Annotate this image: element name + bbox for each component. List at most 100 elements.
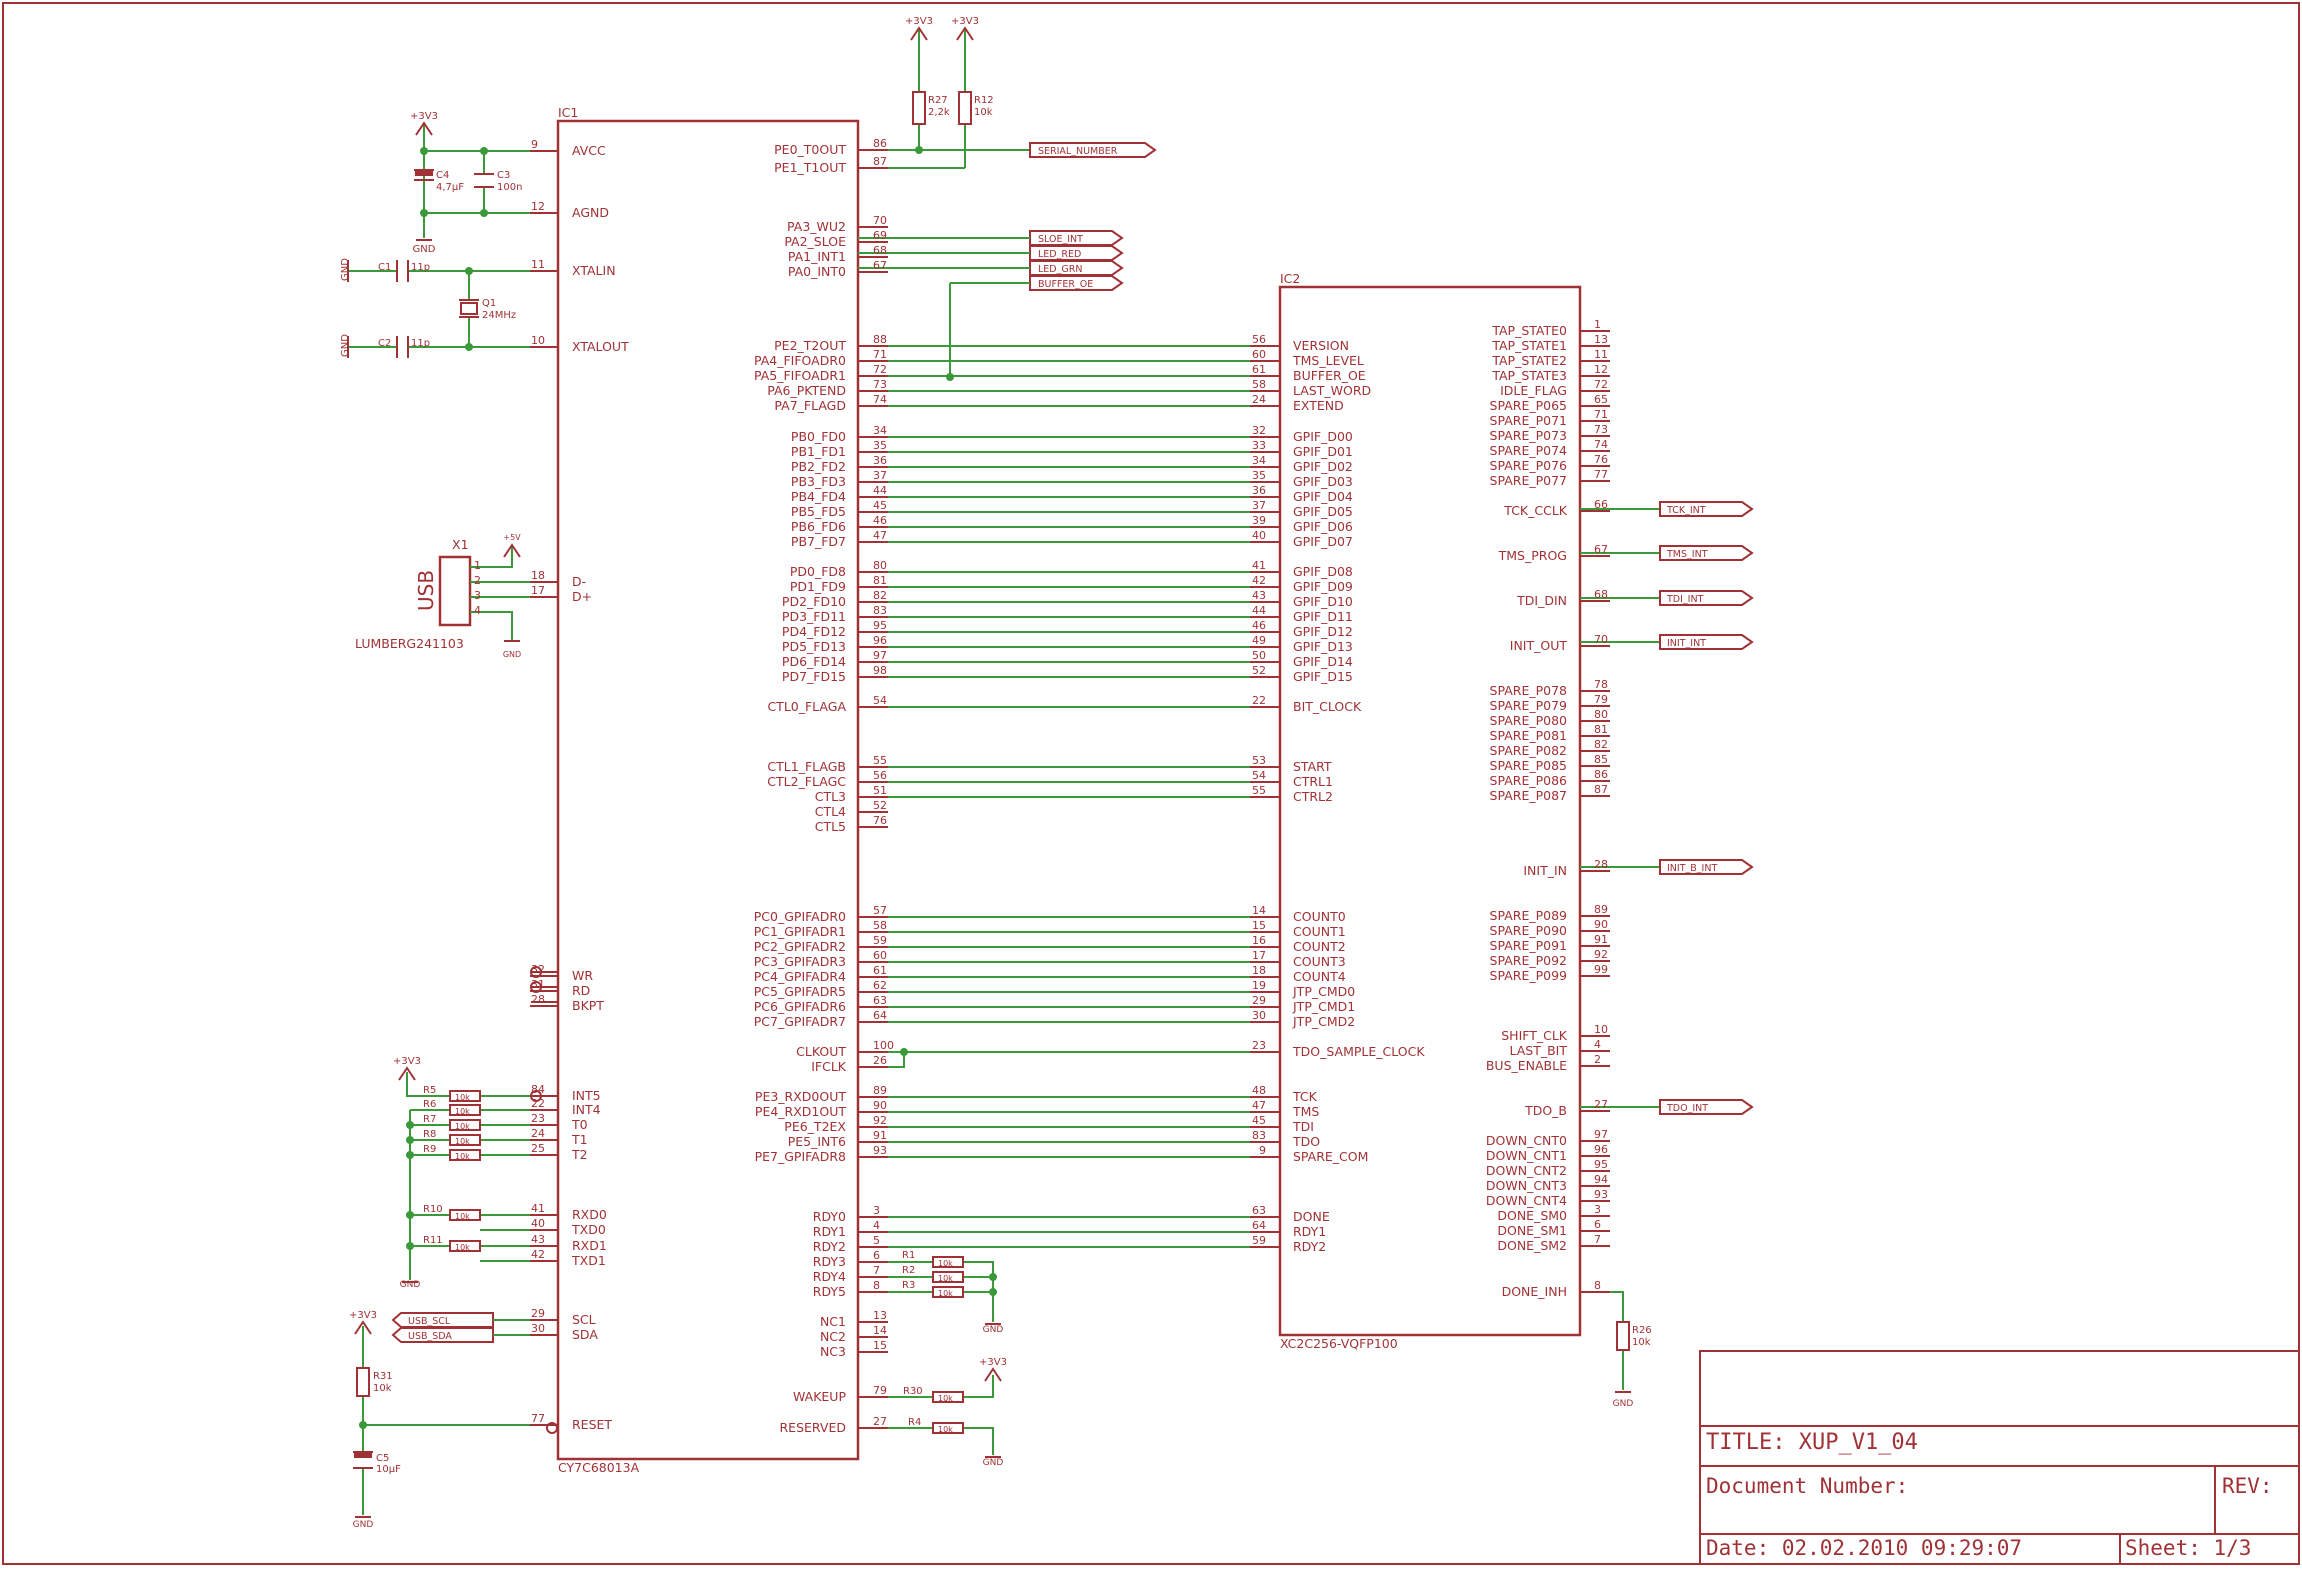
ic1-pin-num-90: 90: [873, 1099, 887, 1112]
r31-ref: R31: [373, 1371, 393, 1382]
ic2-pin-num-82: 82: [1594, 738, 1608, 751]
net-label-init-int: INIT_INT: [1667, 638, 1706, 649]
ic1-pin-num-9: 9: [531, 138, 538, 151]
ic2-pin-num-94: 94: [1594, 1173, 1608, 1186]
net-label-buffer-oe: BUFFER_OE: [1038, 279, 1093, 290]
ic2-pin-num-83: 83: [1252, 1129, 1266, 1142]
ic1-pin-pe7_gpifadr8: PE7_GPIFADR8: [755, 1149, 846, 1164]
ic2-pin-gpif_d11: GPIF_D11: [1293, 609, 1353, 624]
ic1-pin-pa6_pktend: PA6_PKTEND: [767, 383, 846, 398]
ic1-pin-pb5_fd5: PB5_FD5: [791, 504, 846, 519]
ic2-pin-init_in: INIT_IN: [1523, 863, 1567, 878]
ic2-pin-spare_p078: SPARE_P078: [1490, 683, 1568, 698]
ic2-pin-num-71: 71: [1594, 408, 1608, 421]
ic2-pin-num-8: 8: [1594, 1279, 1601, 1292]
ic1-pin-num-58: 58: [873, 919, 887, 932]
net-label-tdi-int: TDI_INT: [1666, 594, 1704, 605]
ic1-pin-pc3_gpifadr3: PC3_GPIFADR3: [754, 954, 846, 969]
ic2-pin-rdy2: RDY2: [1293, 1239, 1326, 1254]
ic2-pin-num-65: 65: [1594, 393, 1608, 406]
x1-part: LUMBERG241103: [355, 636, 464, 651]
ic2-pin-buffer_oe: BUFFER_OE: [1293, 368, 1366, 383]
int-resistor-ref-r6: R6: [423, 1099, 436, 1110]
ic2-pin-spare_p077: SPARE_P077: [1490, 473, 1567, 488]
c2-value: 11p: [411, 338, 430, 349]
ic1-pin-rdy0: RDY0: [813, 1209, 846, 1224]
ic1-pin-d+: D+: [572, 589, 592, 604]
ic1-pin-num-57: 57: [873, 904, 887, 917]
ic2-pin-num-22: 22: [1252, 694, 1266, 707]
ic2-pin-num-4: 4: [1594, 1038, 1601, 1051]
clkout-loop: [858, 1048, 1280, 1068]
ic2-pin-num-60: 60: [1252, 348, 1266, 361]
ic2-pin-last_bit: LAST_BIT: [1509, 1043, 1567, 1058]
ic1-pin-num-13: 13: [873, 1309, 887, 1322]
ic2-pin-num-10: 10: [1594, 1023, 1608, 1036]
ic2-pin-version: VERSION: [1293, 338, 1349, 353]
ic2-pin-num-55: 55: [1252, 784, 1266, 797]
ic1-pin-pe5_int6: PE5_INT6: [788, 1134, 846, 1149]
x1-pin-1: 1: [474, 559, 481, 572]
net-label-usb-sda: USB_SDA: [408, 1331, 452, 1342]
ic1-pin-pd0_fd8: PD0_FD8: [790, 564, 846, 579]
ic2-pin-tms_prog: TMS_PROG: [1498, 548, 1567, 563]
ic2-pin-num-44: 44: [1252, 604, 1266, 617]
ic1-pin-num-35: 35: [873, 439, 887, 452]
ic2-pin-spare_p073: SPARE_P073: [1490, 428, 1567, 443]
ic1-pin-num-43: 43: [531, 1233, 545, 1246]
ic1-pin-num-88: 88: [873, 333, 887, 346]
ic1-pin-num-51: 51: [873, 784, 887, 797]
ic2-pin-down_cnt3: DOWN_CNT3: [1486, 1178, 1567, 1193]
ic2-pin-spare_p074: SPARE_P074: [1490, 443, 1568, 458]
ic2-pin-gpif_d00: GPIF_D00: [1293, 429, 1353, 444]
usb-connector: [438, 543, 558, 642]
ic1-pin-pa5_fifoadr1: PA5_FIFOADR1: [754, 368, 846, 383]
ic1-pin-ctl1_flagb: CTL1_FLAGB: [767, 759, 846, 774]
ic2-pin-num-13: 13: [1594, 333, 1608, 346]
ic2-pin-num-80: 80: [1594, 708, 1608, 721]
ic1-pin-num-91: 91: [873, 1129, 887, 1142]
ic2-pin-num-93: 93: [1594, 1188, 1608, 1201]
ic2-pin-num-58: 58: [1252, 378, 1266, 391]
ic1-pin-num-70: 70: [873, 214, 887, 227]
reserved-gnd: GND: [983, 1458, 1004, 1468]
ic1-pin-rxd0: RXD0: [572, 1207, 607, 1222]
ic1-pin-num-76: 76: [873, 814, 887, 827]
int-resistor-value-r10: 10k: [455, 1212, 470, 1221]
ic1-pin-num-100: 100: [873, 1039, 894, 1052]
ic2-pin-jtp_cmd0: JTP_CMD0: [1292, 984, 1355, 999]
ic1-pin-xtalout: XTALOUT: [572, 339, 629, 354]
ic2-pin-num-41: 41: [1252, 559, 1266, 572]
ic1-pin-num-31: 31: [531, 978, 545, 991]
ic2-pin-gpif_d10: GPIF_D10: [1293, 594, 1353, 609]
ic2-pin-down_cnt4: DOWN_CNT4: [1486, 1193, 1567, 1208]
ic2-pin-count2: COUNT2: [1293, 939, 1346, 954]
ic2-pin-down_cnt1: DOWN_CNT1: [1486, 1148, 1567, 1163]
ic1-pin-num-81: 81: [873, 574, 887, 587]
ic2-pin-count4: COUNT4: [1293, 969, 1346, 984]
ic1-pin-pb1_fd1: PB1_FD1: [791, 444, 846, 459]
ic2-pin-num-46: 46: [1252, 619, 1266, 632]
r27-value: 2,2k: [928, 107, 950, 118]
ic2-pin-tap_state1: TAP_STATE1: [1491, 338, 1567, 353]
ic1-pin-num-92: 92: [873, 1114, 887, 1127]
ic2-pin-num-33: 33: [1252, 439, 1266, 452]
ic2-pin-down_cnt0: DOWN_CNT0: [1486, 1133, 1567, 1148]
ic1-pin-num-73: 73: [873, 378, 887, 391]
ic2-pin-num-56: 56: [1252, 333, 1266, 346]
ic1-pin-pe6_t2ex: PE6_T2EX: [784, 1119, 846, 1134]
ic2-pin-jtp_cmd1: JTP_CMD1: [1292, 999, 1355, 1014]
ic2-pin-num-14: 14: [1252, 904, 1266, 917]
ic1-pin-ctl4: CTL4: [815, 804, 846, 819]
ic1-pin-sda: SDA: [572, 1327, 598, 1342]
rev-label: REV:: [2222, 1474, 2273, 1498]
ic2-pin-count0: COUNT0: [1293, 909, 1346, 924]
ic2-pin-tap_state0: TAP_STATE0: [1491, 323, 1567, 338]
document-number-label: Document Number:: [1706, 1474, 1908, 1498]
ic2-pin-num-39: 39: [1252, 514, 1266, 527]
x1-pin-4: 4: [474, 604, 481, 617]
ic2-pin-num-67: 67: [1594, 543, 1608, 556]
ic1-pin-scl: SCL: [572, 1312, 596, 1327]
ic1-pin-num-22: 22: [531, 1097, 545, 1110]
